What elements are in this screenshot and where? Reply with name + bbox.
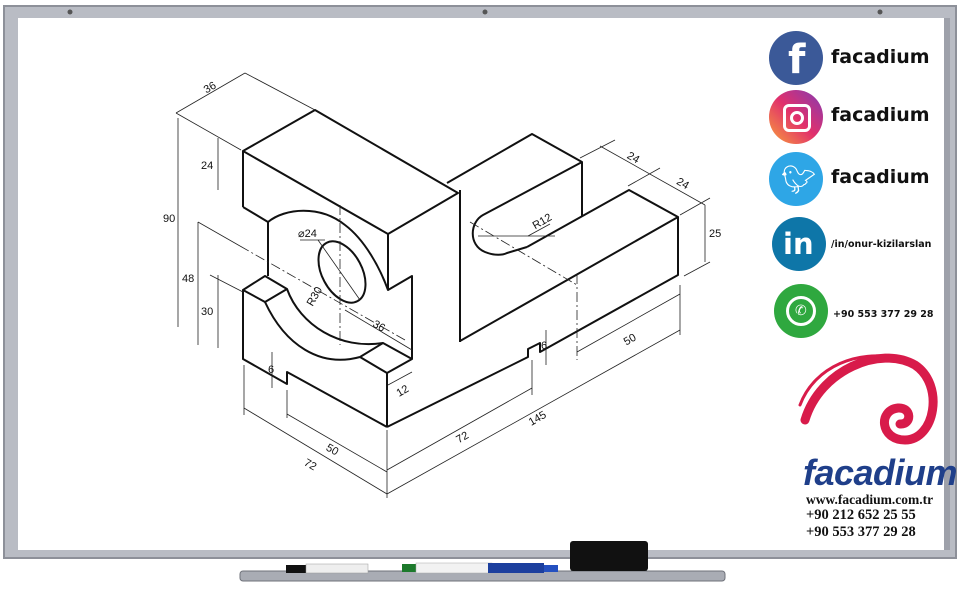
whatsapp-icon[interactable]: ✆ [774,284,828,338]
facebook-handle[interactable]: facadium [831,46,930,68]
wall-top [446,133,583,216]
frame-clip [877,9,883,15]
frame-clip [482,9,488,15]
top-block-front-right [387,234,413,359]
arm-front [386,217,679,428]
center-lines [239,205,578,360]
twitter-handle[interactable]: facadium [831,166,930,188]
dim-hole-diameter: ⌀24 [298,228,317,240]
dim-step-width: 12 [394,383,411,400]
eraser[interactable] [570,541,648,571]
instagram-icon[interactable] [769,90,823,144]
dim-arm-length: 50 [622,332,639,349]
dim-left-total: 72 [302,457,319,474]
brand-phone-1: +90 212 652 25 55 [806,507,916,523]
marker-blue[interactable] [488,563,558,573]
brand-name: facadium [803,452,958,493]
arm-top [459,189,679,342]
dim-cradle-depth: 36 [370,318,387,335]
slot [471,161,583,256]
left-block-edge [242,290,388,428]
dim-notch-right: 6 [541,340,547,352]
right-step [359,342,413,374]
dim-top-height: 24 [201,160,213,172]
dim-arm-width-2: 24 [674,176,691,193]
frame-shadow-right [944,18,950,550]
whatsapp-number[interactable]: +90 553 377 29 28 [833,309,934,320]
frame-clip [67,9,73,15]
through-hole [317,240,367,304]
twitter-icon[interactable]: 🐦︎ [769,152,823,206]
dim-top-depth: 36 [202,80,219,97]
dim-lower-height: 48 [182,273,194,285]
dim-total-height: 90 [163,213,175,225]
marker-green[interactable] [402,562,493,574]
cradle-front-arc [264,301,361,361]
instagram-handle[interactable]: facadium [831,104,930,126]
dim-notch-left: 6 [268,364,274,376]
dim-left-inner: 50 [324,442,341,459]
linkedin-icon[interactable]: in [772,217,826,271]
dim-base-height: 30 [201,306,213,318]
cradle-back-arc [286,288,384,346]
marker-black[interactable] [286,563,369,574]
facadium-swirl-logo [798,353,938,445]
linkedin-handle[interactable]: /in/onur-kizilarslan [831,239,932,250]
dimension-lines [175,72,711,498]
top-block-arc-cut [242,206,389,291]
dim-right-inner: 72 [454,430,471,447]
dim-arm-width-1: 24 [625,150,642,167]
brand-website[interactable]: www.facadium.com.tr [806,492,934,507]
brand-phone-2: +90 553 377 29 28 [806,524,916,540]
facebook-icon[interactable]: f [769,31,823,85]
dim-arm-height: 25 [709,228,721,240]
